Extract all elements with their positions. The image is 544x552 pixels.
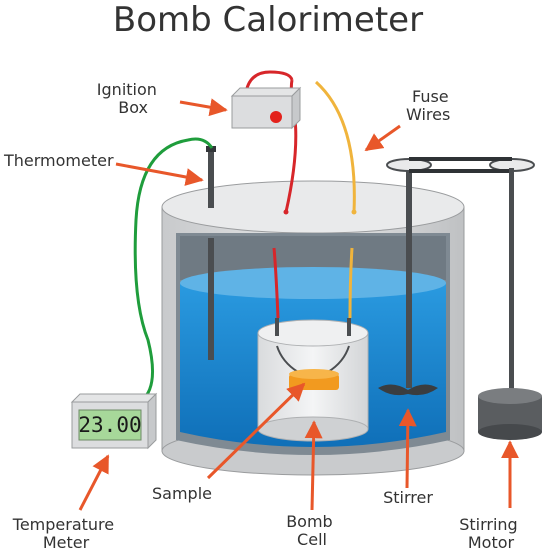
label-bomb-line1: Bomb (286, 512, 333, 531)
label-motor-line2: Motor (468, 533, 515, 552)
label-bomb-line2: Cell (297, 530, 327, 549)
label-fuse-wires: Fuse Wires (406, 87, 454, 124)
arrow-fuse (364, 124, 401, 152)
label-tm-line1: Temperature (12, 515, 114, 534)
label-ignition-box: Ignition Box (97, 80, 162, 117)
label-tm-line2: Meter (43, 533, 90, 552)
label-bomb-cell: Bomb Cell (286, 512, 338, 549)
label-temperature-meter: Temperature Meter (12, 515, 119, 552)
sample-cup (289, 369, 339, 390)
temperature-readout: 23.00 (78, 413, 141, 437)
label-arrows (78, 98, 519, 511)
belt-drive (386, 157, 535, 392)
bomb-cell (257, 318, 369, 442)
thermometer-cable (133, 137, 214, 397)
temperature-meter: 23.00 (70, 392, 158, 450)
label-fuse-line1: Fuse (412, 87, 449, 106)
label-thermometer: Thermometer (3, 151, 114, 170)
arrow-stirrer (398, 408, 417, 489)
label-stirrer: Stirrer (383, 488, 433, 507)
label-motor-line1: Stirring (459, 515, 518, 534)
arrow-thermometer (115, 162, 204, 186)
ignition-box (230, 86, 302, 130)
arrow-sample (206, 382, 306, 480)
label-stirring-motor: Stirring Motor (459, 515, 523, 552)
thermometer-probe (206, 146, 216, 360)
arrow-ignition (179, 98, 228, 117)
label-ignition-line1: Ignition (97, 80, 157, 99)
arrow-temp-meter (78, 454, 110, 511)
label-fuse-line2: Wires (406, 105, 450, 124)
stirring-motor (478, 388, 542, 440)
label-sample: Sample (152, 484, 212, 503)
arrow-bomb-cell (304, 420, 323, 511)
label-ignition-line2: Box (118, 98, 148, 117)
diagram-title: Bomb Calorimeter (113, 0, 423, 40)
